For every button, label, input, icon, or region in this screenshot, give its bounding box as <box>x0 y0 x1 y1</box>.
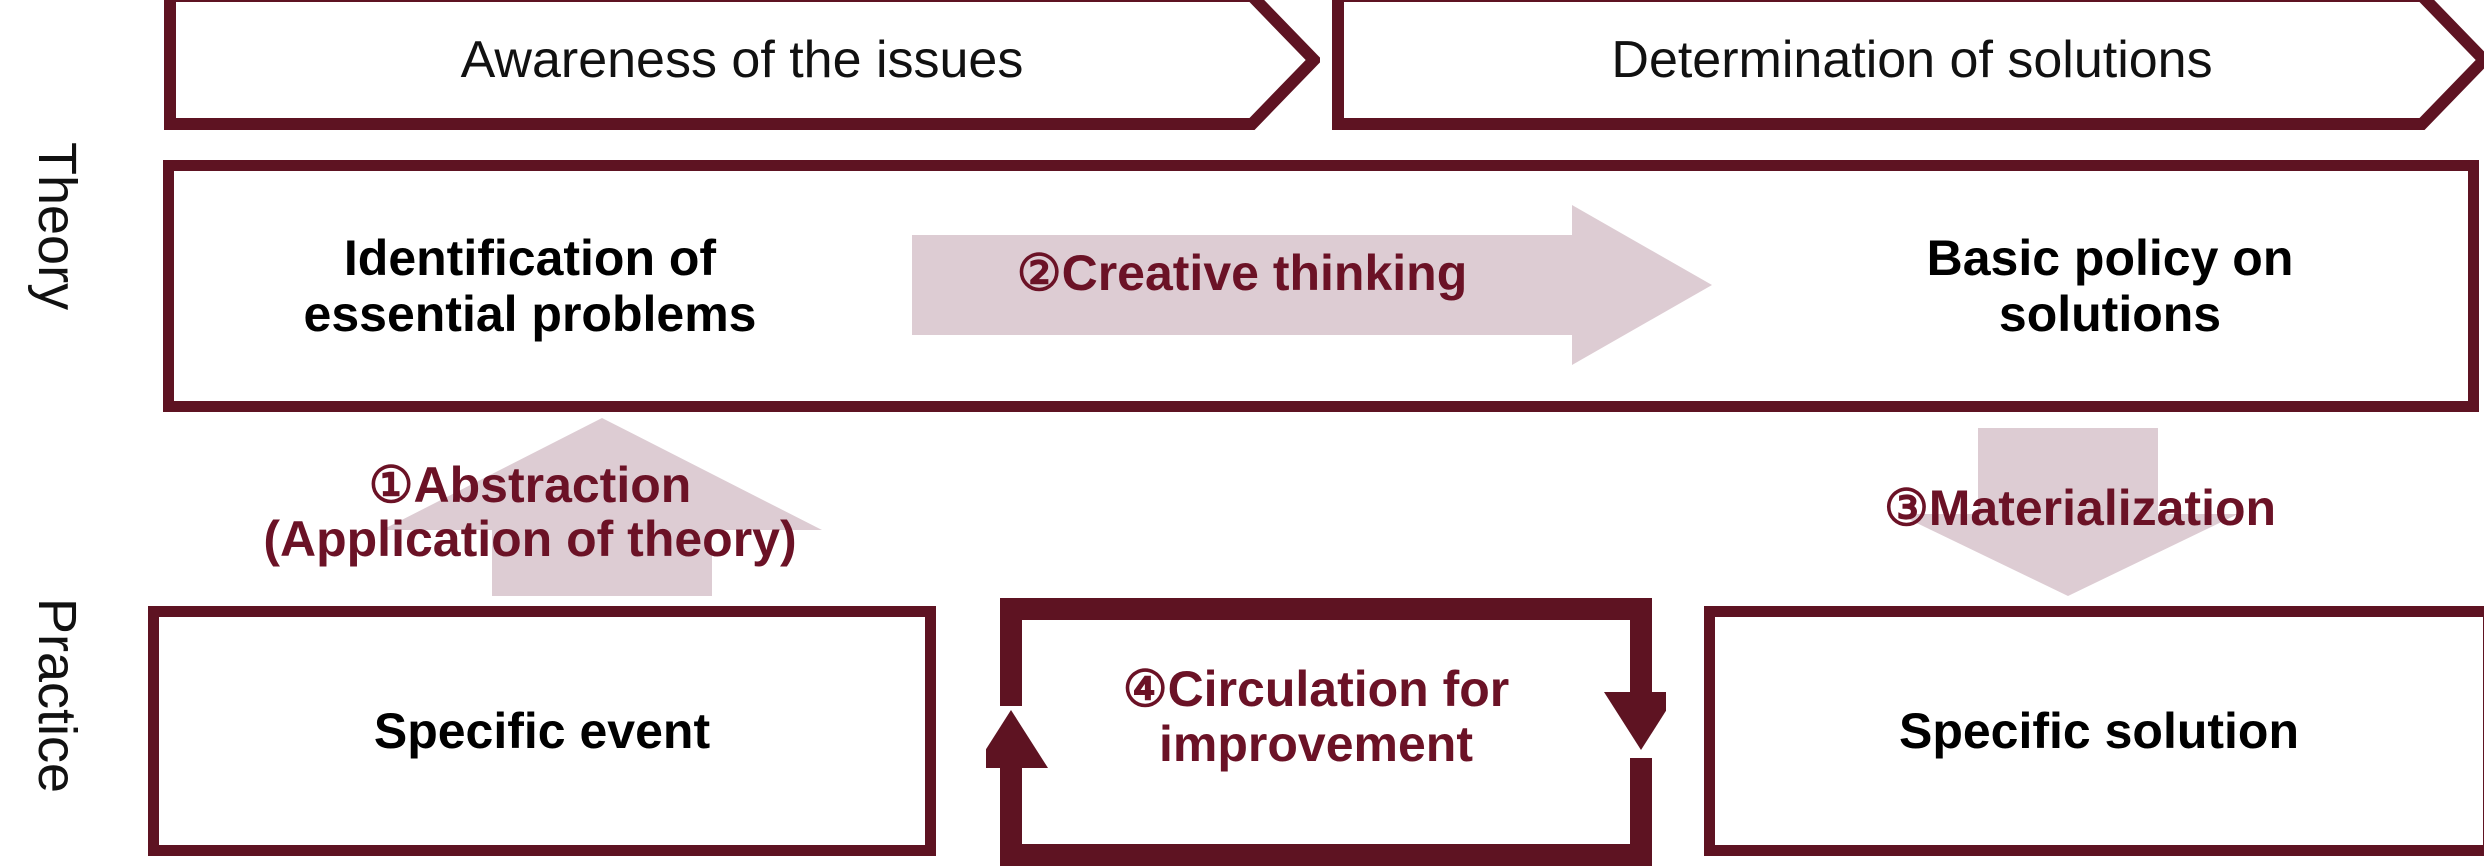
theory-box-essential-problems-label: Identification of essential problems <box>303 230 757 342</box>
right-arrow <box>912 205 1712 365</box>
practice-box-specific-solution: Specific solution <box>1704 606 2484 856</box>
phase-banner-determination[interactable]: Determination of solutions <box>1332 0 2484 130</box>
theory-row-box <box>163 160 2479 412</box>
up-arrow <box>382 418 822 596</box>
down-arrow <box>1898 428 2238 596</box>
phase-banner-awareness[interactable]: Awareness of the issues <box>164 0 1320 130</box>
loop-arrow <box>986 598 1666 866</box>
theory-box-basic-policy: Basic policy on solutions <box>1760 160 2460 412</box>
theory-box-basic-policy-label: Basic policy on solutions <box>1926 230 2294 342</box>
practice-box-specific-event-label: Specific event <box>373 703 711 759</box>
practice-box-specific-event: Specific event <box>148 606 936 856</box>
row-label-practice: Practice <box>27 598 87 794</box>
theory-box-essential-problems: Identification of essential problems <box>180 160 880 412</box>
row-label-theory: Theory <box>27 142 87 311</box>
practice-box-specific-solution-label: Specific solution <box>1898 703 2300 759</box>
